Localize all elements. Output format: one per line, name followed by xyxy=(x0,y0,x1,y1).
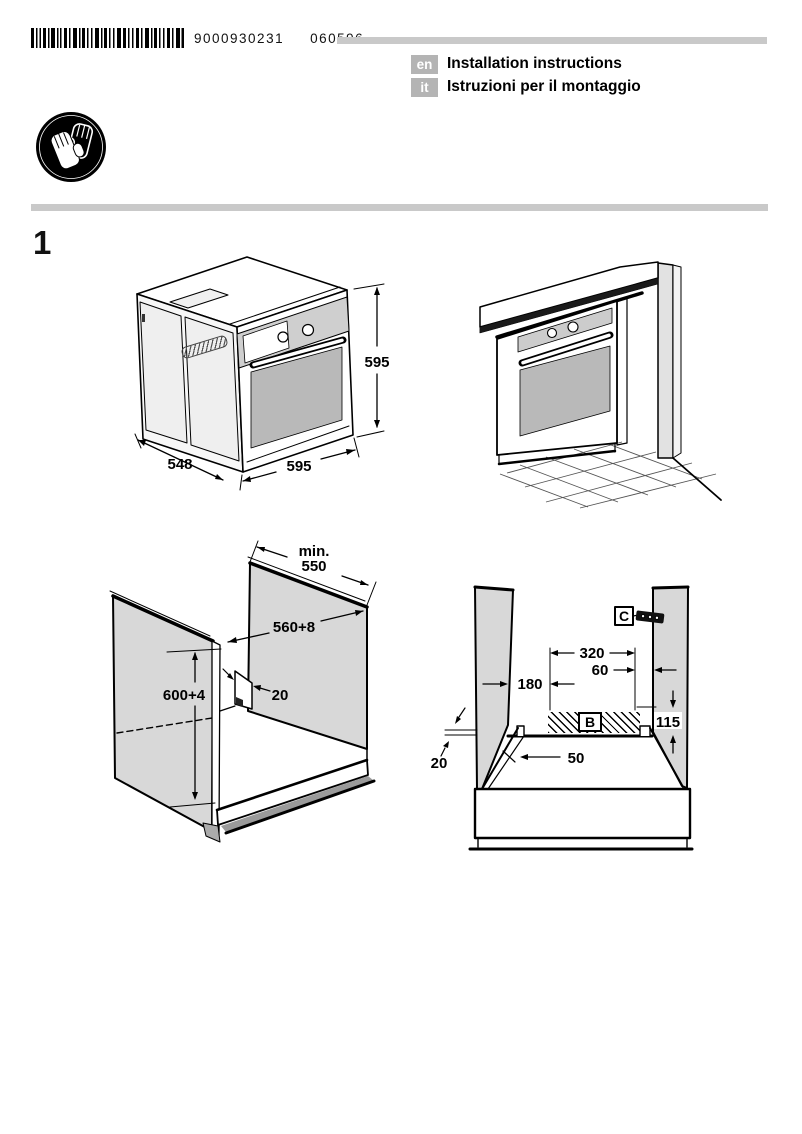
oven-knob-icon xyxy=(277,331,289,343)
section-number: 1 xyxy=(33,224,52,261)
dim-niche-width: 560+8 xyxy=(273,619,315,636)
dim-oven-depth: 548 xyxy=(167,456,192,473)
label-c: C xyxy=(619,608,629,624)
dim-niche-height: 600+4 xyxy=(163,687,206,704)
dim-zone-height: 115 xyxy=(656,714,680,731)
cabinet-right-panel xyxy=(247,562,368,750)
dim-niche-depth-label: min. xyxy=(299,543,330,560)
dim-zone-width: 320 xyxy=(579,645,604,662)
base-cabinet xyxy=(473,787,692,840)
figure-niche-dimensions: min. 550 560+8 600+4 20 xyxy=(109,540,377,843)
figure-installed-view xyxy=(479,261,722,509)
protective-gloves-icon xyxy=(36,112,106,182)
oven-knob-icon xyxy=(301,323,315,337)
language-code-badge: en xyxy=(411,54,438,74)
section-divider-bar xyxy=(31,204,768,211)
language-row-it: it Istruzioni per il montaggio xyxy=(411,77,641,97)
figure-oven-dimensions: 595 548 595 xyxy=(134,256,390,491)
dim-ledge-gap: 20 xyxy=(431,755,448,772)
article-number: 9000930231 xyxy=(194,31,285,46)
mains-terminal-icon xyxy=(635,610,665,624)
language-code-badge: it xyxy=(411,77,438,97)
dim-zone-right-offset: 60 xyxy=(592,662,609,679)
left-panel xyxy=(474,586,514,790)
language-row-en: en Installation instructions xyxy=(411,54,622,74)
language-title: Installation instructions xyxy=(447,55,622,72)
dim-oven-width: 595 xyxy=(286,458,311,475)
dim-niche-depth-value: 550 xyxy=(301,558,326,575)
wall xyxy=(657,262,674,459)
header-divider-bar xyxy=(337,37,767,44)
oven-knob-icon xyxy=(567,321,579,333)
label-b: B xyxy=(578,712,602,732)
dim-zone-left-offset: 180 xyxy=(517,676,542,693)
dim-oven-height: 595 xyxy=(364,354,389,371)
dim-niche-rear-gap: 20 xyxy=(272,687,289,704)
figure-rear-connection: 320 60 180 115 50 20 C xyxy=(431,585,694,851)
dim-front-clearance: 50 xyxy=(568,750,585,767)
cabinet-left-panel xyxy=(112,595,214,832)
barcode-icon xyxy=(31,28,184,48)
language-title: Istruzioni per il montaggio xyxy=(447,78,641,95)
oven-knob-icon xyxy=(546,327,558,339)
